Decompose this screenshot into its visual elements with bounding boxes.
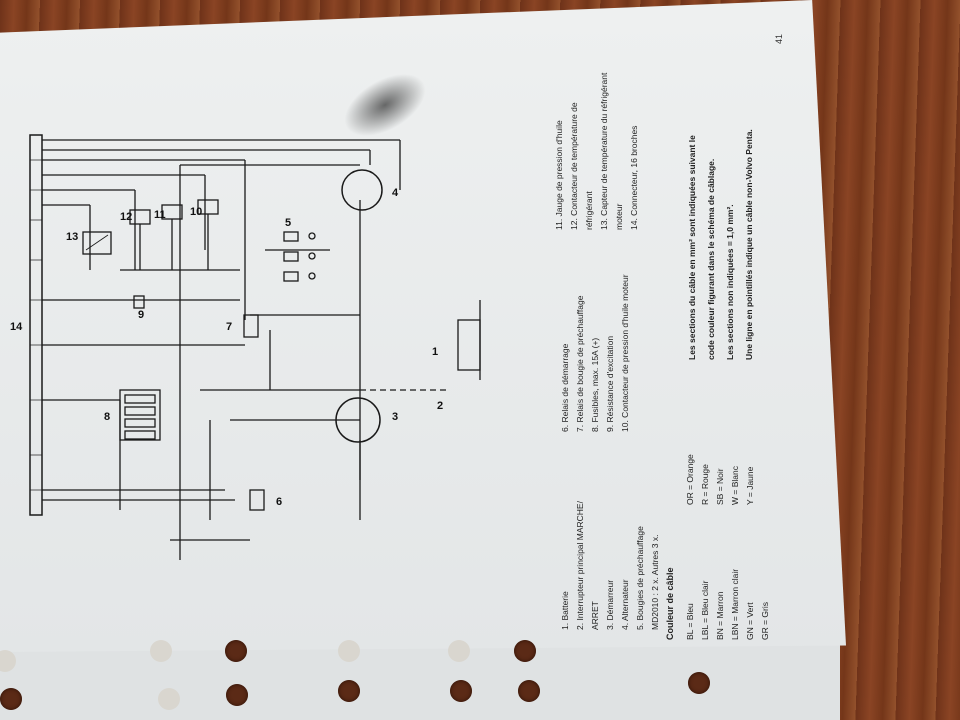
list-item: 6. Relais de démarrage: [560, 343, 570, 432]
list-item: OR = Orange: [685, 454, 695, 505]
label-5: 5: [285, 217, 291, 229]
list-item: 2. Interrupteur principal MARCHE/: [575, 501, 585, 630]
list-item: moteur: [614, 203, 624, 230]
list-item: R = Rouge: [700, 464, 710, 505]
binder-hole: [226, 684, 248, 706]
binder-hole: [225, 640, 247, 662]
diagram-labels: 1 2 3 4 5 6 7 8 9 10 11 12 13 14: [10, 187, 443, 508]
binder-hole: [0, 688, 22, 710]
label-8: 8: [104, 411, 110, 423]
component-12-box: [129, 209, 151, 225]
binder-hole: [450, 680, 472, 702]
binder-hole: [518, 680, 540, 702]
binder-hole: [150, 640, 172, 662]
manual-page: [0, 0, 846, 652]
relay-7: [243, 314, 259, 338]
list-item: LBN = Marron clair: [730, 568, 740, 640]
list-item: W = Blanc: [730, 466, 740, 505]
component-list-right: 11. Jauge de pression d'huile 12. Contac…: [552, 73, 642, 230]
binder-hole: [448, 640, 470, 662]
fuses-8: [119, 389, 161, 441]
binder-hole: [514, 640, 536, 662]
alternator-4: [341, 169, 383, 211]
label-11: 11: [154, 209, 166, 221]
label-10: 10: [190, 206, 202, 218]
note-line: Une ligne en pointillés indique un câble…: [744, 129, 754, 360]
list-item: 1. Batterie: [560, 591, 570, 630]
note-line: code couleur figurant dans le schéma de …: [706, 158, 716, 360]
list-item: BN = Marron: [715, 591, 725, 640]
relay-6: [249, 489, 265, 511]
list-item: 4. Alternateur: [620, 579, 630, 630]
list-item: 7. Relais de bougie de préchauffage: [575, 295, 585, 432]
note-line: Les sections du câble en mm² sont indiqu…: [687, 135, 697, 360]
list-item: 14. Connecteur, 16 broches: [629, 125, 639, 230]
connector-pins: [30, 159, 42, 491]
page-number: 41: [774, 33, 784, 44]
list-item: LBL = Bleu clair: [700, 580, 710, 640]
binder-hole: [338, 680, 360, 702]
binder-hole: [688, 672, 710, 694]
cable-notes: Les sections du câble en mm² sont indiqu…: [683, 129, 759, 360]
glow-plugs-5: [283, 231, 316, 282]
label-9: 9: [138, 309, 144, 321]
component-13-box: [82, 231, 112, 255]
label-7: 7: [226, 321, 232, 333]
list-item: SB = Noir: [715, 468, 725, 505]
list-item: 5. Bougies de préchauffage: [635, 526, 645, 630]
label-12: 12: [120, 211, 132, 223]
resistor-9: [133, 295, 145, 309]
cable-color-col1: BL = Bleu LBL = Bleu clair BN = Marron L…: [683, 569, 773, 640]
list-item: 10. Contacteur de pression d'huile moteu…: [620, 274, 630, 432]
component-list-left: 1. Batterie 2. Interrupteur principal MA…: [558, 501, 663, 630]
wires: [42, 139, 401, 560]
label-4: 4: [392, 187, 399, 199]
list-item: réfrigérant: [584, 191, 594, 230]
list-item: 8. Fusibles, max. 15A (+): [590, 337, 600, 432]
list-item: BL = Bleu: [685, 603, 695, 640]
label-14: 14: [10, 321, 23, 333]
binder-hole: [338, 640, 360, 662]
binder-hole: [0, 650, 16, 672]
list-item: 13. Capteur de température du réfrigéran…: [599, 72, 609, 230]
label-3: 3: [392, 411, 398, 423]
battery-1: [457, 319, 481, 371]
binder-hole: [158, 688, 180, 710]
list-item: 3. Démarreur: [605, 579, 615, 630]
list-item: 9. Résistance d'excitation: [605, 335, 615, 432]
list-item: 12. Contacteur de température de: [569, 102, 579, 230]
cable-color-col2: OR = Orange R = Rouge SB = Noir W = Blan…: [683, 454, 758, 505]
label-2: 2: [437, 400, 443, 412]
list-item: ARRET: [590, 601, 600, 630]
list-item: 11. Jauge de pression d'huile: [554, 120, 564, 230]
component-list-middle: 6. Relais de démarrage 7. Relais de boug…: [558, 274, 633, 432]
label-13: 13: [66, 231, 78, 243]
note-line: Les sections non indiquées = 1,0 mm².: [725, 204, 735, 360]
connector-14: [29, 134, 43, 516]
list-item: GR = Gris: [760, 601, 770, 640]
list-item: GN = Vert: [745, 602, 755, 640]
label-1: 1: [432, 346, 438, 358]
cable-color-title: Couleur de câble: [665, 567, 675, 640]
label-6: 6: [276, 496, 282, 508]
starter-3: [335, 397, 381, 443]
list-item: Y = Jaune: [745, 466, 755, 505]
list-item: MD2010 : 2 x. Autres 3 x.: [650, 534, 660, 630]
